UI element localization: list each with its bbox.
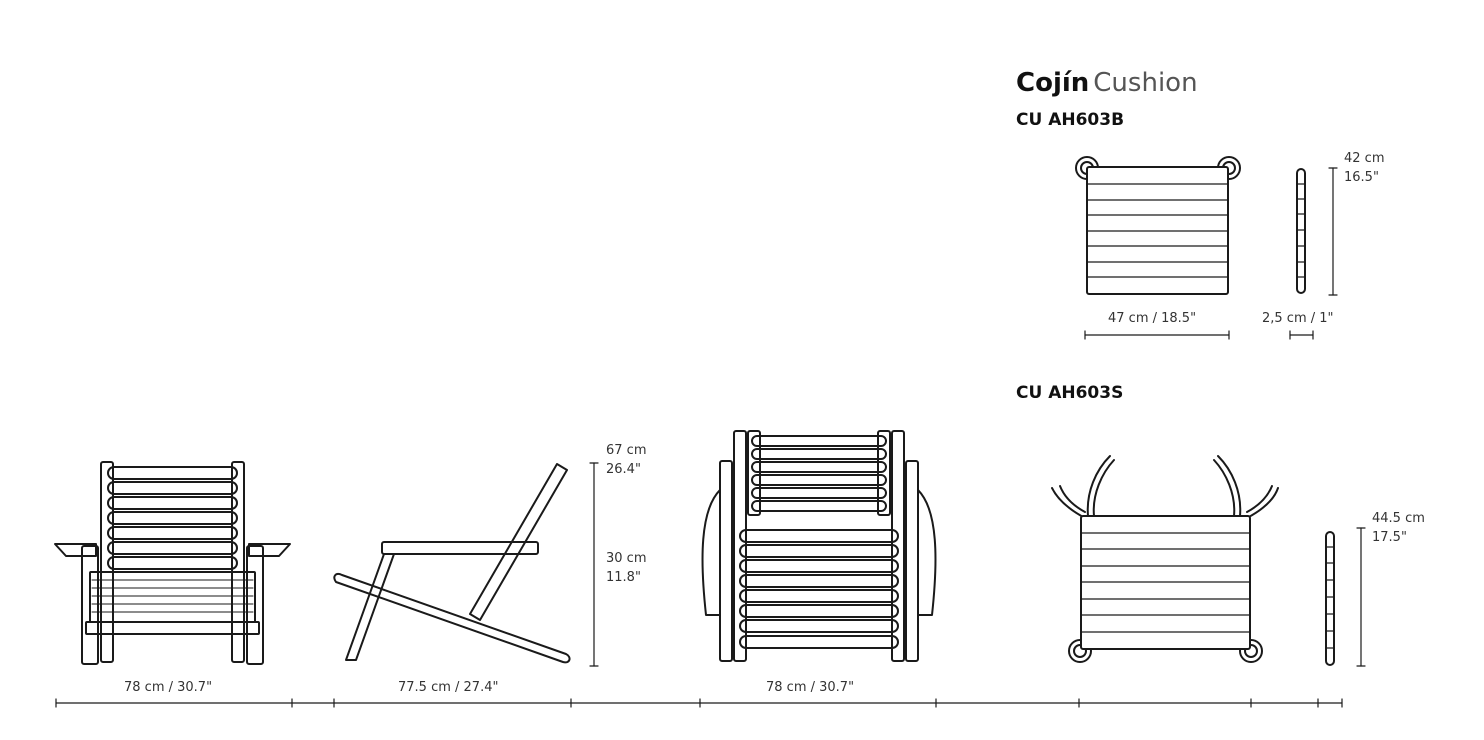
chair-side-depth: 77.5 cm / 27.4": [398, 680, 499, 695]
cushion-seat-height-cm: 44.5 cm: [1372, 511, 1425, 526]
chair-height-cm: 67 cm: [606, 443, 647, 458]
cushion-back-height-in: 16.5": [1344, 170, 1379, 185]
cushion-seat-height-in: 17.5": [1372, 530, 1407, 545]
cushion-back-thickness: 2,5 cm / 1": [1262, 311, 1334, 326]
chair-top-view: [701, 430, 937, 662]
chair-dimensions: [55, 462, 1343, 708]
chair-front-width: 78 cm / 30.7": [124, 680, 213, 695]
chair-side-view: [333, 463, 571, 664]
cushion-seat-dimensions: [1356, 527, 1366, 667]
title-spanish: Cojín: [1016, 68, 1090, 98]
cushion-back-front-view: [1075, 156, 1241, 295]
cushion-back-width: 47 cm / 18.5": [1108, 311, 1197, 326]
cushion-back-height-cm: 42 cm: [1344, 151, 1385, 166]
cushion-code-back: CU AH603B: [1016, 110, 1125, 130]
cushion-seat-side-view: [1325, 531, 1335, 666]
chair-height-in: 26.4": [606, 462, 641, 477]
cushion-seat-front-view: [1051, 455, 1279, 663]
chair-front-view: [54, 461, 291, 665]
chair-seat-height-cm: 30 cm: [606, 551, 647, 566]
chair-seat-height-in: 11.8": [606, 570, 641, 585]
cushion-back-side-view: [1296, 168, 1306, 294]
cushion-back-dimensions: [1084, 167, 1338, 340]
cushion-code-seat: CU AH603S: [1016, 383, 1124, 403]
chair-top-width: 78 cm / 30.7": [766, 680, 855, 695]
title-english: Cushion: [1093, 68, 1198, 98]
